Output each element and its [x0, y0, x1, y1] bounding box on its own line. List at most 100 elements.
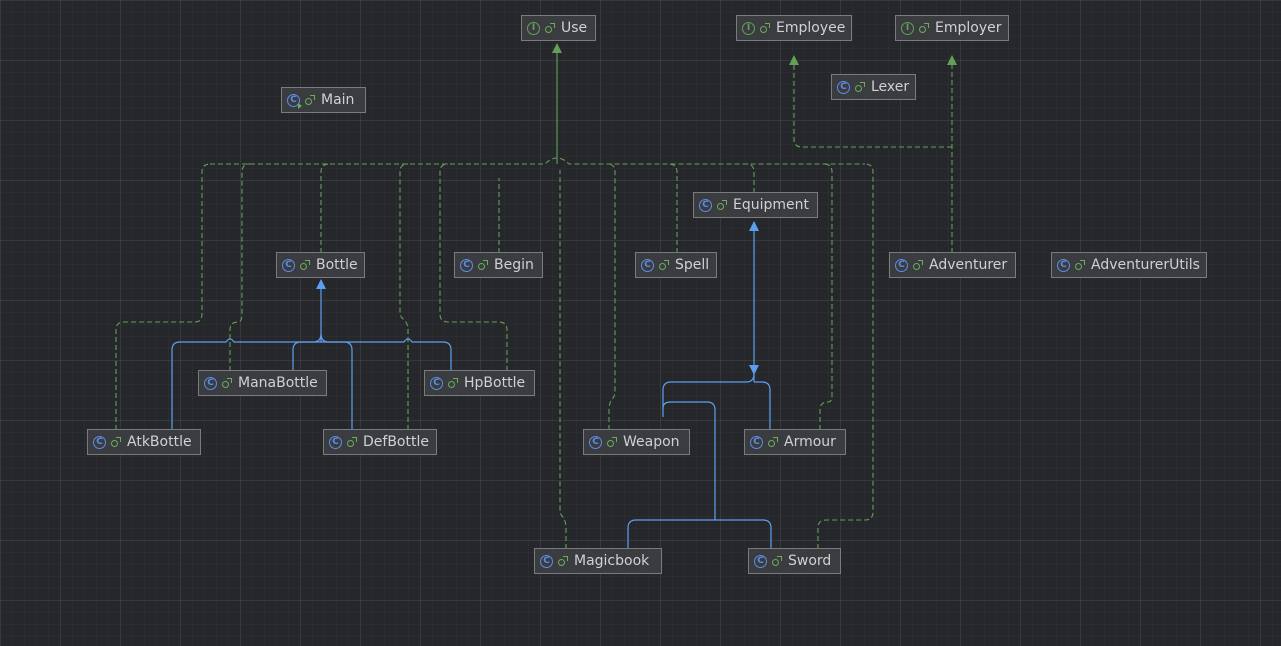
node-atkbottle[interactable]: C AtkBottle	[87, 429, 201, 455]
implements-edge-magicbook-use	[559, 170, 567, 549]
implements-edge-weapon-use	[606, 163, 616, 430]
public-visibility-icon	[913, 259, 923, 270]
node-label: Equipment	[733, 197, 809, 213]
public-visibility-icon	[545, 22, 555, 33]
public-visibility-icon	[768, 436, 778, 447]
implements-edge-use-bus	[210, 157, 865, 165]
node-label: Armour	[784, 434, 836, 450]
public-visibility-icon	[300, 259, 310, 270]
public-visibility-icon	[855, 81, 865, 92]
node-label: Employee	[776, 20, 846, 36]
node-lexer[interactable]: C Lexer	[831, 74, 916, 100]
node-equipment[interactable]: C Equipment	[693, 192, 818, 218]
class-icon: C	[641, 258, 654, 272]
interface-icon: I	[901, 21, 914, 35]
node-label: Employer	[935, 20, 1002, 36]
public-visibility-icon	[347, 436, 357, 447]
class-icon: C	[329, 435, 342, 449]
node-label: Use	[561, 20, 588, 36]
node-label: DefBottle	[363, 434, 429, 450]
node-employee[interactable]: I Employee	[736, 15, 852, 41]
public-visibility-icon	[222, 377, 232, 388]
extends-edge-sword-weapon	[715, 519, 772, 549]
node-main[interactable]: C Main	[281, 87, 366, 113]
node-begin[interactable]: C Begin	[454, 252, 543, 278]
class-icon: C	[282, 258, 295, 272]
node-use[interactable]: I Use	[521, 15, 596, 41]
extends-edge-magicbook-weapon	[627, 519, 715, 549]
node-label: ManaBottle	[238, 375, 318, 391]
node-magicbook[interactable]: C Magicbook	[534, 548, 662, 574]
node-defbottle[interactable]: C DefBottle	[323, 429, 437, 455]
public-visibility-icon	[478, 259, 488, 270]
node-label: Lexer	[871, 79, 910, 95]
node-label: AtkBottle	[127, 434, 192, 450]
extends-edge-defbottle-bottle	[320, 333, 353, 430]
public-visibility-icon	[772, 555, 782, 566]
node-sword[interactable]: C Sword	[748, 548, 841, 574]
implements-edge-adventurer-employee	[789, 55, 952, 148]
extends-edge-armour-equipment	[754, 381, 771, 430]
class-icon: C	[895, 258, 908, 272]
node-adventurer[interactable]: C Adventurer	[889, 252, 1016, 278]
node-weapon[interactable]: C Weapon	[583, 429, 690, 455]
class-icon: C	[460, 258, 473, 272]
implements-edge-spell-use	[668, 163, 678, 253]
class-icon: C	[837, 80, 850, 94]
node-label: Begin	[494, 257, 534, 273]
runnable-class-icon: C	[287, 93, 302, 109]
public-visibility-icon	[919, 22, 929, 33]
implements-edge-equipment-use	[745, 163, 755, 193]
node-bottle[interactable]: C Bottle	[276, 252, 365, 278]
extends-edge-weapon-trunk	[662, 401, 716, 520]
implements-edge-defbottle-use	[399, 163, 409, 430]
implements-edge-atkbottle-use	[115, 163, 211, 430]
implements-edge-hpbottle-use	[439, 163, 508, 371]
interface-icon: I	[742, 21, 755, 35]
node-adventurerutils[interactable]: C AdventurerUtils	[1051, 252, 1207, 278]
public-visibility-icon	[111, 436, 121, 447]
public-visibility-icon	[305, 94, 315, 105]
class-icon: C	[204, 376, 217, 390]
node-label: Adventurer	[929, 257, 1008, 273]
implements-edge-sword-use	[817, 163, 874, 549]
extends-edge-hpbottle-bottle	[442, 341, 452, 371]
class-icon: C	[699, 198, 712, 212]
public-visibility-icon	[558, 555, 568, 566]
implements-edge-bottle-use	[320, 163, 330, 253]
class-icon: C	[754, 554, 767, 568]
extends-edge-weapon-equipment	[662, 365, 759, 417]
class-icon: C	[93, 435, 106, 449]
interface-icon: I	[527, 21, 540, 35]
node-label: AdventurerUtils	[1091, 257, 1200, 273]
public-visibility-icon	[760, 22, 770, 33]
node-label: Magicbook	[574, 553, 650, 569]
extends-edge-atkbottle-bottle	[171, 341, 181, 430]
class-icon: C	[1057, 258, 1070, 272]
node-label: Main	[321, 92, 355, 108]
class-icon: C	[540, 554, 553, 568]
class-icon: C	[589, 435, 602, 449]
class-icon: C	[430, 376, 443, 390]
node-employer[interactable]: I Employer	[895, 15, 1009, 41]
implements-edge-manabottle-use	[229, 163, 251, 371]
node-armour[interactable]: C Armour	[744, 429, 846, 455]
node-label: HpBottle	[464, 375, 526, 391]
node-label: Bottle	[316, 257, 358, 273]
node-spell[interactable]: C Spell	[635, 252, 717, 278]
implements-edge-armour-use	[819, 163, 833, 430]
node-hpbottle[interactable]: C HpBottle	[424, 370, 535, 396]
class-icon: C	[750, 435, 763, 449]
public-visibility-icon	[1075, 259, 1085, 270]
node-label: Weapon	[623, 434, 680, 450]
node-label: Sword	[788, 553, 832, 569]
public-visibility-icon	[717, 199, 727, 210]
extends-edge-manabottle-bottle	[292, 333, 322, 371]
public-visibility-icon	[659, 259, 669, 270]
public-visibility-icon	[448, 377, 458, 388]
node-label: Spell	[675, 257, 710, 273]
node-manabottle[interactable]: C ManaBottle	[198, 370, 327, 396]
extends-edge-bottle-bus	[180, 338, 443, 343]
public-visibility-icon	[607, 436, 617, 447]
